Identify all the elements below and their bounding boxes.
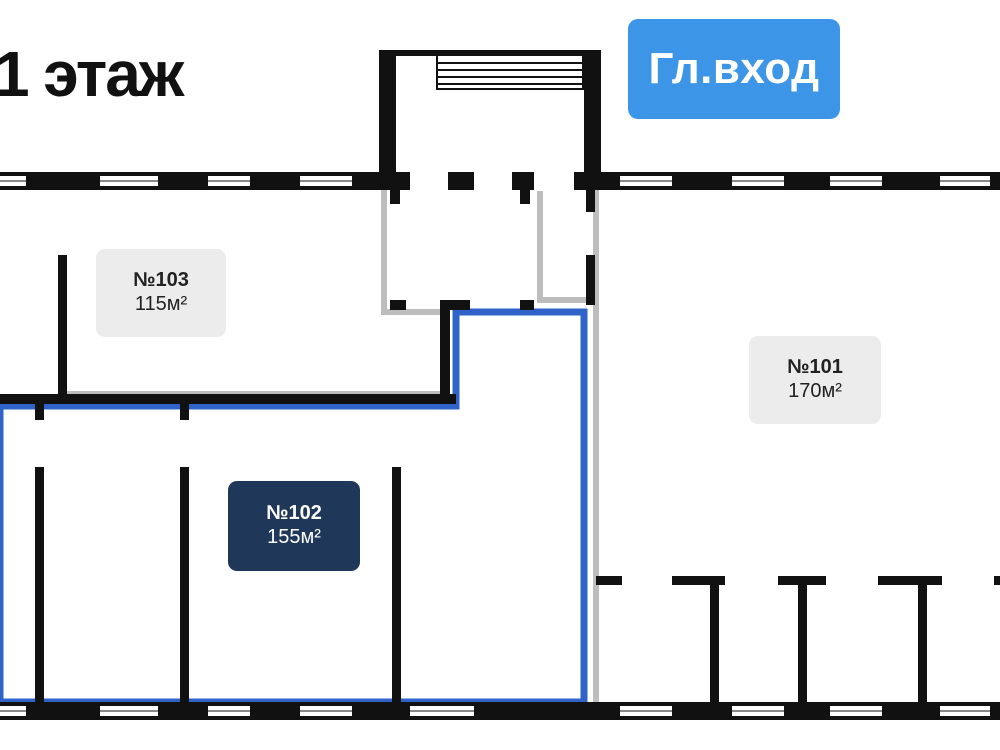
room-number: №102 <box>266 502 322 524</box>
window <box>620 706 672 716</box>
window <box>208 706 250 716</box>
window <box>300 176 352 186</box>
window <box>620 176 672 186</box>
floor-title: 1 этаж <box>0 38 184 110</box>
window <box>100 176 158 186</box>
window <box>830 706 882 716</box>
window <box>732 176 784 186</box>
room-number: №101 <box>787 356 843 378</box>
door-openings <box>410 171 574 191</box>
room-area: 115м² <box>134 293 188 315</box>
window <box>940 706 990 716</box>
window <box>732 706 784 716</box>
entrance-stairs <box>436 54 584 90</box>
main-entrance-badge: Гл.вход <box>628 19 840 119</box>
window <box>208 176 250 186</box>
window <box>940 176 990 186</box>
room-101-label[interactable]: №101 170м² <box>749 336 881 424</box>
room-102-label-selected[interactable]: №102 155м² <box>228 481 360 571</box>
window <box>0 706 26 716</box>
room-area: 170м² <box>788 380 842 402</box>
window <box>100 706 158 716</box>
window <box>0 176 26 186</box>
room-area: 155м² <box>267 526 321 548</box>
windows <box>0 176 990 716</box>
window <box>300 706 352 716</box>
interior-walls <box>0 172 1000 704</box>
room-102-outline[interactable] <box>0 308 588 706</box>
room-number: №103 <box>133 269 189 291</box>
window <box>410 706 474 716</box>
room-103-label[interactable]: №103 115м² <box>96 249 226 337</box>
window <box>830 176 882 186</box>
